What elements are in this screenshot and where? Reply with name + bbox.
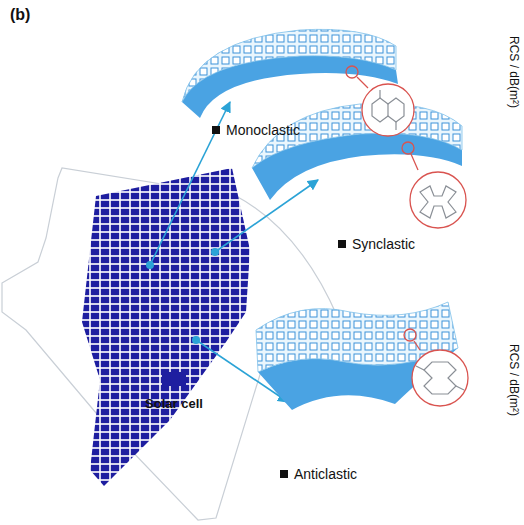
zoom-callouts [346,66,468,406]
bullet-square [212,126,220,134]
shape-label: Synclastic [352,236,415,252]
axis-label: RCS / dB(m²) [507,36,521,108]
axis-label: RCS / dB(m²) [507,344,521,416]
shape-label: Monoclastic [226,122,300,138]
solar-array [82,168,250,486]
location-dots [146,248,219,344]
shape-label: Anticlastic [294,466,357,482]
panel-label: (b) [10,6,30,24]
legend-text: Solar cell [145,396,203,411]
legend-swatch [162,372,186,386]
bullet-square [338,240,346,248]
bullet-square [280,470,288,478]
